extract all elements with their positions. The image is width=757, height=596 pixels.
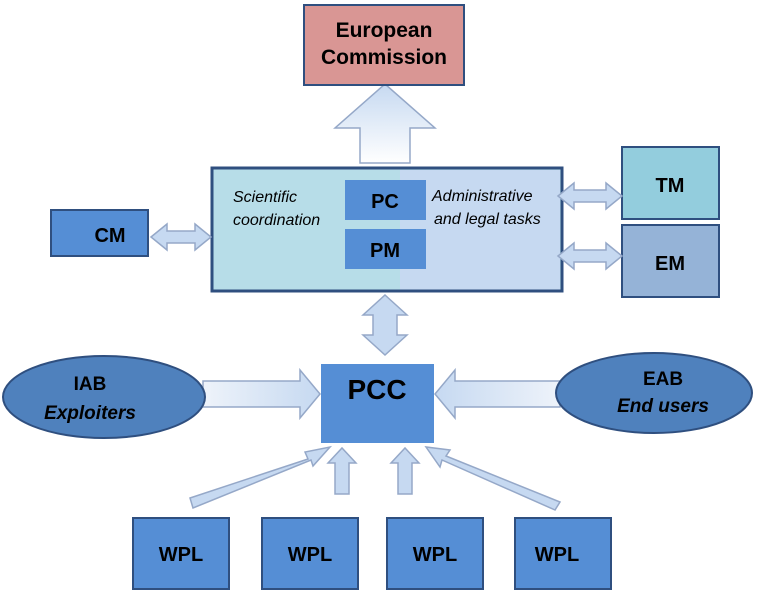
wpl-box-1: WPL — [132, 517, 230, 590]
iab-label: IAB — [74, 374, 107, 395]
wpl-box-3: WPL — [386, 517, 484, 590]
arrow-wpl3-pcc — [389, 446, 421, 495]
arrow-wpl4-pcc — [424, 446, 562, 511]
wpl-label-1: WPL — [159, 544, 203, 566]
administrative-tasks-line1: Administrative — [431, 188, 533, 205]
scientific-coordination-line2: coordination — [233, 212, 320, 229]
eab-label: EAB — [643, 369, 683, 390]
european-commission-line2: Commission — [321, 46, 447, 69]
wpl-box-2: WPL — [261, 517, 359, 590]
pcc-box: PCC — [321, 364, 434, 443]
scientific-coordination-line1: Scientific — [233, 189, 297, 206]
iab-ellipse: IAB Exploiters — [2, 355, 206, 439]
arrow-coordination-tm — [556, 181, 624, 211]
em-label: EM — [655, 253, 685, 275]
pcc-label: PCC — [347, 374, 406, 405]
eab-ellipse: EAB End users — [555, 352, 753, 434]
arrow-to-commission — [333, 83, 437, 164]
eab-end-users-label: End users — [617, 396, 709, 417]
arrow-coordination-pcc — [361, 293, 409, 357]
arrow-wpl2-pcc — [326, 446, 358, 495]
wpl-label-3: WPL — [413, 544, 457, 566]
arrow-wpl1-pcc — [189, 445, 333, 510]
wpl-box-4: WPL — [514, 517, 612, 590]
iab-exploiters-label: Exploiters — [44, 403, 136, 424]
arrow-cm-coordination — [149, 222, 213, 252]
european-commission-line1: European — [336, 19, 433, 42]
cm-label: CM — [94, 225, 125, 247]
arrow-coordination-em — [556, 241, 624, 271]
european-commission-box: European Commission — [303, 4, 465, 86]
cm-box: CM — [50, 209, 149, 257]
pm-box: PM — [345, 229, 426, 269]
pc-label: PC — [371, 191, 399, 213]
tm-box: TM — [621, 146, 720, 220]
em-box: EM — [621, 224, 720, 298]
arrow-iab-pcc — [202, 367, 321, 421]
arrow-eab-pcc — [434, 367, 561, 421]
wpl-label-4: WPL — [535, 544, 579, 566]
administrative-tasks-line2: and legal tasks — [434, 211, 541, 228]
tm-label: TM — [656, 175, 685, 197]
pc-box: PC — [345, 180, 426, 220]
wpl-label-2: WPL — [288, 544, 332, 566]
pm-label: PM — [370, 240, 400, 262]
